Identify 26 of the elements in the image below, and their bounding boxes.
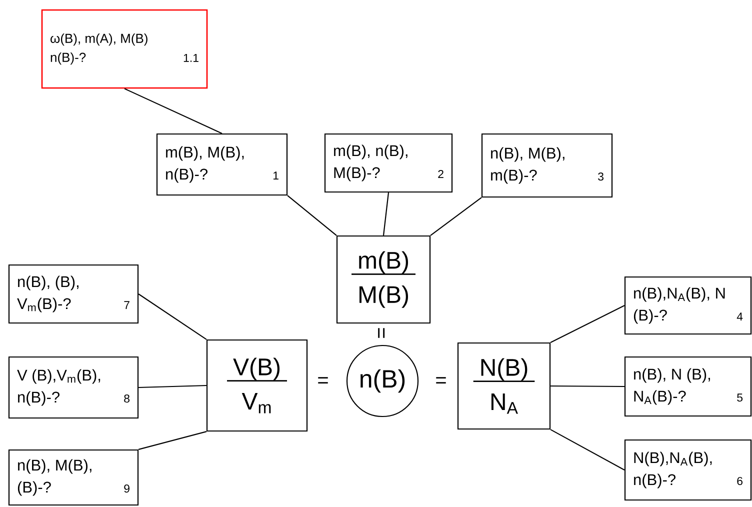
connector-line	[430, 197, 482, 236]
connector-line	[287, 195, 337, 236]
task-box: ω(B), m(A), M(B) n(B)-? 1.1	[41, 9, 208, 89]
connector-line	[138, 294, 207, 340]
task-box: n(B), (B), V$_{m}$(B)-? 7	[8, 264, 139, 324]
formula-box: V(B) V$_{m}$	[206, 339, 308, 432]
formula-box: N(B) N$_{A}$	[457, 342, 551, 430]
equals-sign: =	[378, 328, 385, 338]
connector-line	[550, 305, 625, 343]
connector-line	[138, 384, 206, 388]
connector-line	[550, 385, 624, 388]
task-box: n(B), N (B), N$_{A}$(B)-? 5	[624, 356, 752, 417]
connector-line	[138, 431, 207, 450]
task-box: n(B), M(B), (B)-? 9	[8, 449, 139, 506]
task-box: N(B),N$_{A}$(B), n(B)-? 6	[624, 439, 752, 501]
task-box: n(B),N$_{A}$(B), N (B)-? 4	[624, 276, 752, 335]
task-box: m(B), n(B), M(B)-? 2	[324, 133, 453, 193]
connector-line	[124, 88, 222, 134]
equals-sign: =	[436, 377, 446, 384]
formula-box: m(B) M(B)	[336, 235, 431, 324]
connector-line	[382, 192, 390, 236]
task-box: m(B), M(B), n(B)-? 1	[156, 133, 288, 196]
connector-line	[550, 429, 625, 470]
task-box: V (B),V$_{m}$(B), n(B)-? 8	[8, 356, 139, 419]
task-box: n(B), M(B), m(B)-? 3	[481, 133, 613, 198]
equals-sign: =	[318, 377, 328, 384]
